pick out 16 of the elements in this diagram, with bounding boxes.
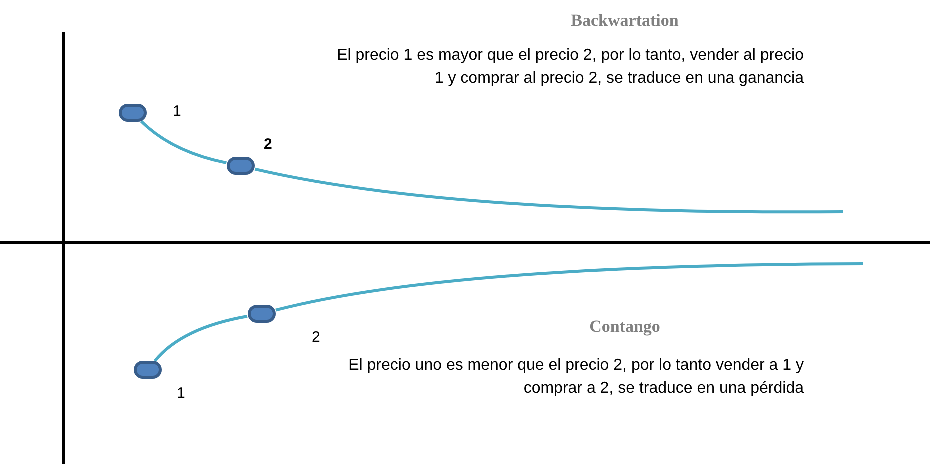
price-curve — [154, 315, 248, 362]
explanation-text: El precio uno es menor que el precio 2, por lo tanto vender a 1 y comprar a 2, se traduce en una pérdida — [348, 356, 804, 399]
section-heading: Contango — [588, 316, 662, 338]
price-point — [248, 305, 276, 323]
price-curve — [140, 120, 227, 165]
point-number: 2 — [312, 328, 320, 348]
price-point — [119, 104, 147, 122]
price-curve — [276, 262, 864, 312]
point-number: 1 — [173, 102, 182, 122]
point-number: 2 — [264, 135, 272, 155]
section-heading: Backwartation — [570, 10, 680, 32]
point-number: 1 — [177, 384, 186, 404]
price-point — [134, 361, 162, 379]
price-curve — [254, 168, 843, 214]
price-point — [227, 157, 255, 175]
explanation-text: El precio 1 es mayor que el precio 2, por lo tanto, vender al precio 1 y comprar al precio 2, se traduce en una ganancia — [336, 46, 804, 89]
